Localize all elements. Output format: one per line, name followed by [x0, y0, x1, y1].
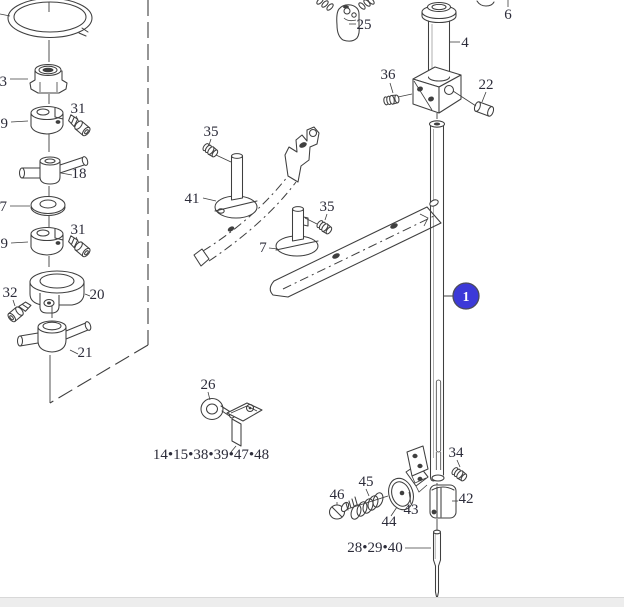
part-label-group-bracket: 14•15•38•39•47•48 [153, 447, 269, 463]
part-label-20: 20 [90, 287, 105, 303]
part-35-screw-left-drawing [201, 138, 232, 163]
part-label-group-needle: 28•29•40 [347, 540, 403, 556]
part-45-spring-drawing [350, 488, 384, 520]
section-boundary-lines [49, 0, 149, 404]
part-label-26: 26 [201, 377, 217, 393]
bottom-scrollbar[interactable] [0, 597, 624, 607]
part-26-roller-drawing [200, 391, 236, 421]
part-label-21: 21 [78, 345, 93, 361]
part-label-44: 44 [382, 514, 398, 530]
part-ring-drawing [0, 0, 93, 62]
part-3-nut-drawing [10, 63, 68, 104]
part-46-screw-drawing [328, 496, 358, 520]
needle-bar-block-drawing [412, 66, 462, 114]
part-label-43: 43 [404, 502, 419, 518]
part-20-collar-drawing [6, 270, 91, 324]
part-4-rod-drawing [421, 1, 460, 78]
part-label-45: 45 [359, 474, 374, 490]
callout-balloon-1[interactable]: 1 [452, 282, 480, 310]
part-36-screw-drawing [382, 82, 413, 107]
part-label-19-top: 9 [1, 116, 9, 132]
part-label-4: 4 [461, 35, 469, 51]
part-label-46: 46 [330, 487, 346, 503]
part-label-3: 3 [0, 74, 7, 90]
bottom-scrollbar-track[interactable] [0, 597, 624, 607]
upper-lever-bar-drawing [193, 126, 320, 267]
part-label-35-left: 35 [204, 124, 219, 140]
part-44-disc-drawing [388, 477, 414, 517]
part-18-tee-pin-drawing [18, 156, 89, 196]
part-label-42: 42 [459, 491, 474, 507]
part-22-pin-drawing [452, 90, 496, 118]
part-7-pin-drawing [268, 206, 319, 257]
part-19-collar-bottom-drawing [10, 226, 92, 267]
part-34-screw-drawing [450, 459, 469, 483]
part-label-6: 6 [504, 7, 512, 23]
part-1-needle-bar-drawing [428, 113, 446, 492]
part-label-25: 25 [357, 17, 372, 33]
callout-circle[interactable] [452, 282, 480, 310]
part-label-7-middle: 7 [259, 240, 267, 256]
part-label-34: 34 [449, 445, 465, 461]
part-label-19-bottom: 9 [1, 236, 9, 252]
part-label-31-top: 31 [71, 101, 86, 117]
part-label-41: 41 [185, 191, 200, 207]
part-label-22: 22 [479, 77, 494, 93]
part-label-31-bottom: 31 [71, 222, 86, 238]
part-label-36: 36 [381, 67, 397, 83]
part-label-35-right: 35 [320, 199, 335, 215]
needle-bar-bottom-bracket-drawing [406, 445, 429, 484]
part-label-32: 32 [3, 285, 18, 301]
part-19-collar-top-drawing [10, 105, 92, 152]
bracket-group-drawing [226, 402, 263, 453]
part-35-screw-right-drawing [304, 213, 334, 236]
part-21-tee-pin-drawing [16, 320, 92, 403]
lower-lever-bar-drawing [269, 199, 442, 298]
part-41-pin-drawing [202, 153, 258, 219]
part-label-18: 18 [72, 166, 87, 182]
part-25-lever-drawing [316, 0, 375, 42]
part-6-fragment-drawing [476, 0, 509, 7]
callout-number: 1 [463, 289, 470, 304]
part-label-17: 7 [0, 199, 8, 215]
part-42-clamp-drawing [429, 484, 458, 519]
part-17-washer-drawing [10, 195, 66, 227]
part-needle-drawing [405, 519, 442, 600]
